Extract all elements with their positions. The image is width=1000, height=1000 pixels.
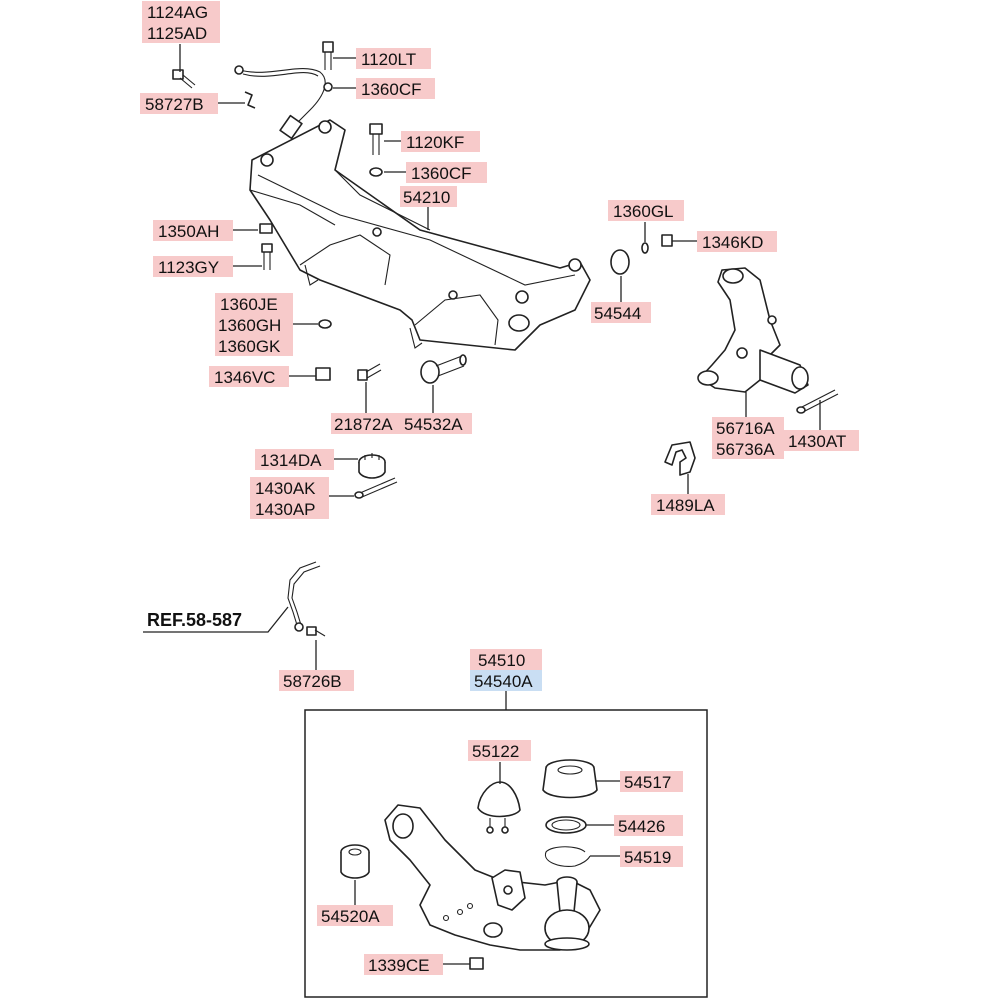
knuckle-56716A-drawing [697, 267, 809, 394]
crossmember-drawing [249, 119, 591, 351]
cotter-pin-1430AT-drawing [796, 389, 839, 414]
label-1360GK: 1360GK [218, 337, 281, 356]
label-1430AK: 1430AK [255, 479, 316, 498]
label-54510: 54510 [478, 651, 525, 670]
washer-1360GL-drawing [641, 242, 649, 254]
label-1360JE: 1360JE [220, 295, 278, 314]
washer-1360CF-drawing [369, 167, 383, 177]
label-1314DA: 1314DA [260, 451, 322, 470]
sensor-cable-drawing [287, 561, 326, 637]
label-55122: 55122 [472, 742, 519, 761]
clip-58727B-drawing [244, 91, 256, 109]
cotter-pin-1430AK-drawing [354, 477, 398, 499]
nut-1339CE-drawing [469, 957, 484, 970]
label-1360CF-upper: 1360CF [361, 80, 421, 99]
label-54540A: 54540A [474, 672, 533, 691]
bolt-21872A-drawing [357, 363, 382, 381]
brake-hose-drawing [234, 65, 333, 140]
label-54544: 54544 [594, 304, 641, 323]
label-54426: 54426 [618, 817, 665, 836]
label-backgrounds [140, 1, 859, 975]
label-1346KD: 1346KD [702, 233, 763, 252]
label-1120KF: 1120KF [406, 133, 464, 152]
dust-boot-55122-drawing [477, 781, 521, 834]
nut-1350AH-drawing [259, 223, 273, 234]
label-21872A: 21872A [334, 415, 393, 434]
bolt-1120KF-drawing [369, 123, 383, 155]
label-56716A: 56716A [716, 419, 775, 438]
washer-1360GH-drawing [318, 319, 332, 329]
label-1123GY: 1123GY [158, 258, 219, 277]
nut-1346VC-drawing [315, 367, 331, 381]
bolt-1124AG-drawing [172, 69, 196, 89]
label-56736A: 56736A [716, 440, 775, 459]
label-1350AH: 1350AH [158, 222, 219, 241]
label-1360GL: 1360GL [613, 202, 674, 221]
label-1124AG: 1124AG [147, 3, 208, 22]
label-1430AP: 1430AP [255, 500, 316, 519]
bolt-1123GY-drawing [261, 243, 273, 270]
part-labels: 1124AG 1125AD 58727B 1120LT 1360CF 1120K… [145, 3, 846, 975]
label-54520A: 54520A [321, 907, 380, 926]
washer-54544-drawing [610, 249, 630, 275]
label-1346VC: 1346VC [214, 368, 275, 387]
label-54532A: 54532A [404, 415, 463, 434]
label-1430AT: 1430AT [788, 432, 846, 451]
label-54519: 54519 [624, 848, 671, 867]
label-1489LA: 1489LA [656, 496, 715, 515]
snap-ring-54519-drawing [544, 846, 591, 867]
bushing-54520A-drawing [340, 844, 370, 879]
nut-1346KD-drawing [661, 234, 673, 247]
castle-nut-1314DA-drawing [358, 453, 386, 479]
label-1120LT: 1120LT [361, 50, 416, 69]
ball-joint-drawing [544, 876, 590, 951]
label-background-54540A [470, 670, 542, 691]
label-ref-58-587: REF.58-587 [147, 610, 242, 630]
bolt-1120LT-drawing [322, 41, 334, 70]
bracket-1489LA-drawing [664, 441, 696, 476]
label-54210: 54210 [403, 188, 450, 207]
label-58726B: 58726B [283, 672, 342, 691]
label-1339CE: 1339CE [368, 956, 429, 975]
label-1125AD: 1125AD [147, 24, 207, 43]
label-58727B: 58727B [145, 95, 204, 114]
boot-54517-drawing [542, 759, 598, 799]
pin-54532A-drawing [420, 354, 467, 384]
label-1360GH: 1360GH [218, 316, 281, 335]
label-1360CF-lower: 1360CF [411, 164, 471, 183]
ring-54426-drawing [545, 816, 587, 834]
label-54517: 54517 [624, 773, 671, 792]
leader-lines [143, 44, 821, 965]
